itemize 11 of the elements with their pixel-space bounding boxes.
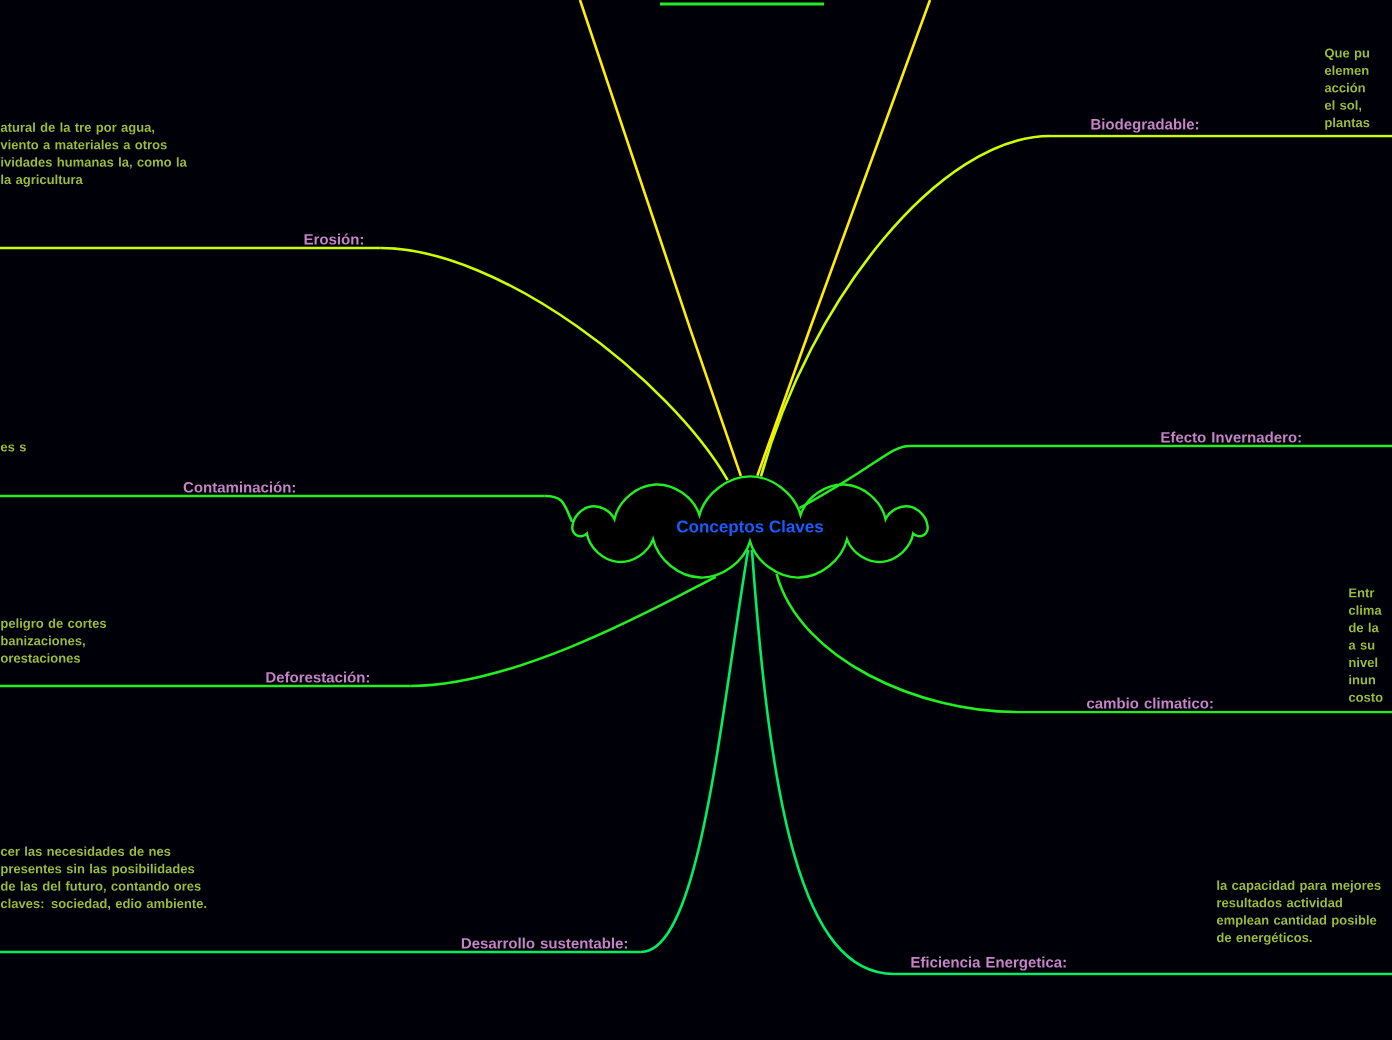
branch-line <box>798 444 911 510</box>
branch-line <box>759 134 1051 477</box>
branch-line <box>544 494 574 523</box>
branch-line <box>756 0 932 477</box>
branch-line <box>750 549 895 976</box>
branch-line <box>578 0 743 477</box>
branch-line <box>640 549 750 954</box>
cloud-node: Conceptos Claves <box>571 475 929 579</box>
branch-line <box>410 575 717 688</box>
branch-line <box>775 573 1017 714</box>
branch-line <box>380 246 729 481</box>
